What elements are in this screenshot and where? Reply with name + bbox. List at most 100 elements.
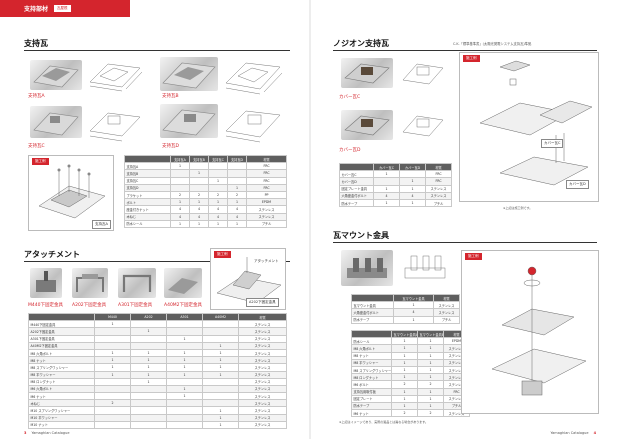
table-header-cell: 支持瓦D <box>227 154 247 164</box>
table-cell: 1 <box>189 169 209 178</box>
table-header-cell: A301 <box>166 312 203 322</box>
cover-tile-d-photo <box>341 110 393 140</box>
tile-b-label: 支持瓦B <box>162 94 179 99</box>
table-cell: 防水テープ <box>339 198 374 208</box>
cover-tile-d-drawing <box>399 108 447 142</box>
table-cell: 1 <box>189 219 209 228</box>
table-cell: 1 <box>417 373 444 382</box>
table-header-cell <box>124 154 171 164</box>
table-cell: A202下固定金具 <box>28 327 95 336</box>
table-cell: 1 <box>170 198 190 207</box>
page-number: 4 <box>593 431 596 435</box>
section-title-attachment: アタッチメント <box>24 250 80 259</box>
table-cell <box>202 327 239 336</box>
table-cell: 1 <box>170 162 190 171</box>
table-cell <box>166 420 203 430</box>
table-cell: 1 <box>227 198 247 207</box>
table-cell <box>202 384 239 394</box>
table-cell: 1 <box>391 387 418 396</box>
table-cell: 1 <box>202 406 239 415</box>
table-cell <box>170 176 190 185</box>
table-header-cell: 材質 <box>425 162 452 172</box>
table-cell: M10 ナット <box>28 420 95 430</box>
table-cell: 1 <box>202 370 239 379</box>
cover-tile-example-frame <box>459 52 599 202</box>
tile-mount-example-tag: 施工例 <box>465 253 482 260</box>
right-footer: Yamaghlan Catalogue 4 <box>551 431 597 435</box>
table-cell: FRC <box>246 183 287 192</box>
table-cell: 1 <box>417 358 444 367</box>
table-cell: 2 <box>391 409 418 418</box>
bottom-note: ※上記はイメージであり、実際の製品とは異なる場合があります。 <box>339 420 429 424</box>
a202-label: A202下固定金具 <box>72 303 107 308</box>
table-cell: 1 <box>208 176 228 185</box>
table-cell <box>166 399 203 408</box>
table-header-cell: 支持瓦C <box>208 154 228 164</box>
table-cell: ステンレス <box>238 348 287 358</box>
tile-mount-example-frame <box>461 250 599 414</box>
table-cell: ブチル <box>246 219 287 228</box>
tile-a-label: 支持瓦A <box>28 94 45 99</box>
table-cell: ステンレス <box>246 205 287 214</box>
section-rule <box>333 242 597 243</box>
table-cell: M6 ナット <box>28 392 95 401</box>
table-cell: ステンレス <box>425 191 452 200</box>
tile-a-drawing <box>86 56 144 92</box>
table-cell: 4 <box>189 205 209 214</box>
table-cell: 瓦マウント金具 <box>351 301 394 310</box>
table-cell: 六角座金付ボルト <box>351 308 394 317</box>
tile-mount-photo <box>341 250 393 286</box>
table-cell: FRC <box>246 162 287 171</box>
table-cell: ステンレス <box>238 320 287 329</box>
table-cell: ボルト <box>124 198 171 207</box>
table-cell: FRC <box>425 170 452 179</box>
table-cell: ステンレス <box>238 420 287 430</box>
tile-c-drawing <box>86 104 144 142</box>
table-cell <box>202 399 239 408</box>
table-cell: FRC <box>246 176 287 185</box>
table-cell: 防水シール <box>351 337 392 346</box>
table-header-cell <box>351 293 394 303</box>
table-cell: 1 <box>189 198 209 207</box>
table-cell: 1 <box>373 170 400 179</box>
table-cell: ステンレス <box>238 406 287 415</box>
table-cell: 1 <box>130 348 167 358</box>
table-header-cell <box>28 312 95 322</box>
attachment-example-tag: 施工例 <box>214 251 231 258</box>
table-cell <box>94 406 131 415</box>
table-cell: M8 六角ボルト <box>351 344 392 353</box>
spec-table-header-row: 瓦マウント金具材質 <box>351 293 460 303</box>
table-cell: 4 <box>208 212 228 221</box>
table-cell: M10 平ワッシャー <box>28 413 95 422</box>
table-cell: 1 <box>391 337 418 346</box>
table-cell: 1 <box>417 365 444 375</box>
attachment-callout-bracket: A202下固定金具 <box>246 298 279 307</box>
table-header-cell: A202 <box>130 312 167 322</box>
table-cell <box>373 177 400 186</box>
table-cell: 1 <box>391 358 418 367</box>
table-cell: 1 <box>393 301 434 310</box>
a301-label: A301下固定金具 <box>118 303 153 308</box>
table-cell: ステンレス <box>246 212 287 221</box>
table-cell: 1 <box>202 341 239 350</box>
table-cell: 2 <box>227 190 247 200</box>
install-example-callout: 支持瓦A <box>92 220 111 229</box>
table-cell: 1 <box>417 337 444 346</box>
table-cell <box>94 377 131 386</box>
table-cell: M8 平ワッシャー <box>351 358 392 367</box>
table-cell <box>202 392 239 401</box>
